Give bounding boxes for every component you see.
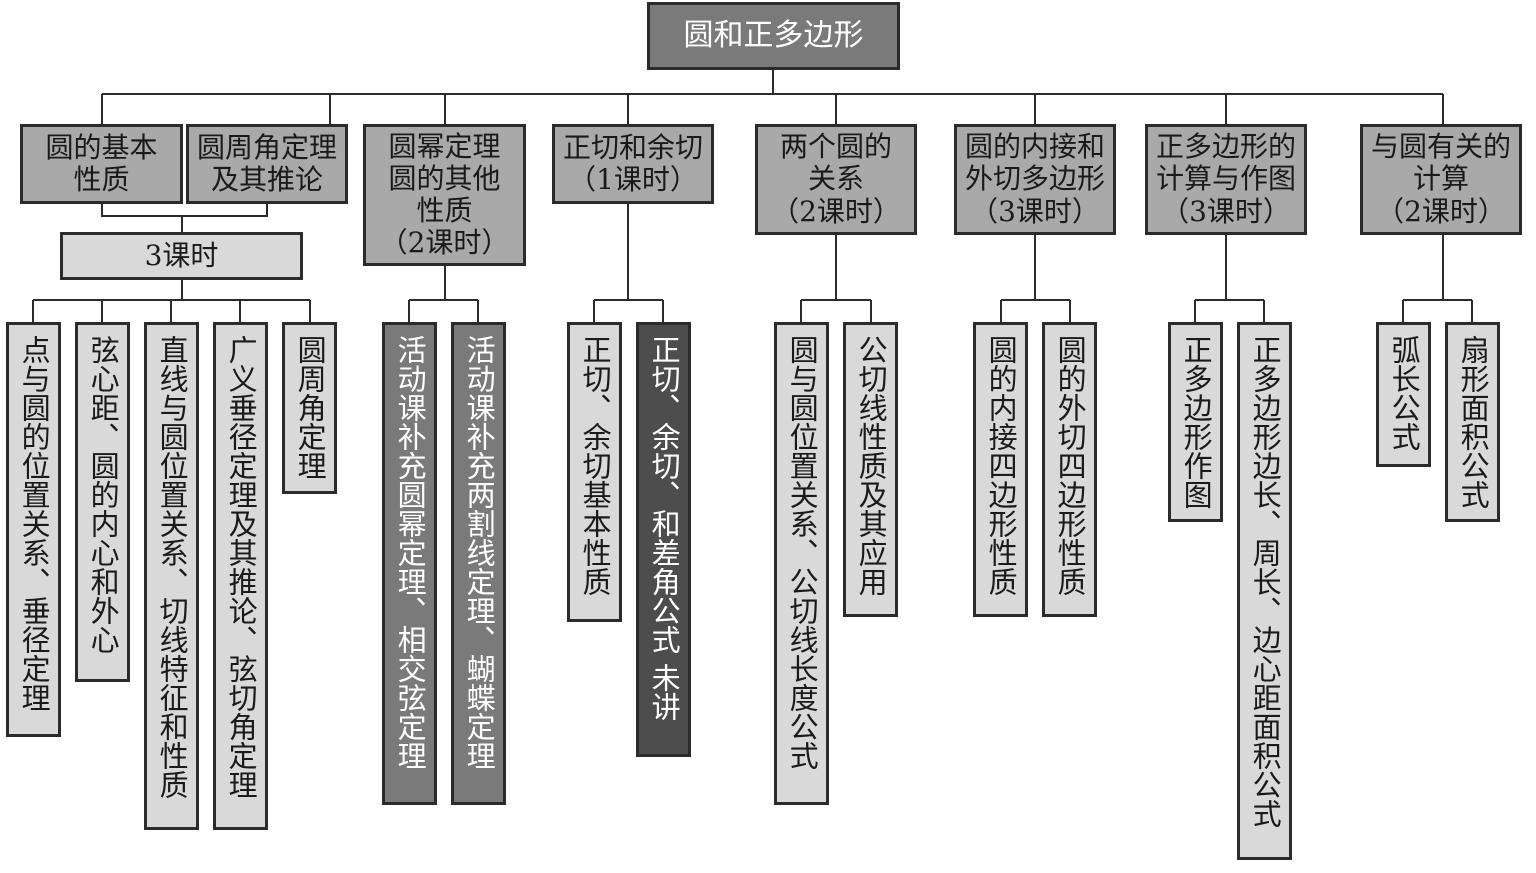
leaf-label: 圆的内接四边形性质 [984, 335, 1019, 596]
leaf-label: 弦心距、圆的内心和外心 [86, 335, 121, 654]
category-label: 圆周角定理 及其推论 [196, 130, 337, 196]
leaf-node-l12: 圆的内接四边形性质 [973, 322, 1028, 617]
leaf-node-l7: 活动课补充两割线定理、蝴蝶定理 [451, 322, 506, 805]
leaf-label: 直线与圆位置关系、切线特征和性质 [155, 335, 190, 799]
leaf-node-l1: 点与圆的位置关系、垂径定理 [6, 322, 61, 737]
leaf-node-l15: 正多边形边长、周长、边心距面积公式 [1237, 322, 1292, 860]
category-label: 圆幂定理 圆的其他 性质 （2课时） [379, 129, 510, 260]
leaf-node-l2: 弦心距、圆的内心和外心 [75, 322, 130, 682]
leaf-node-l3: 直线与圆位置关系、切线特征和性质 [144, 322, 199, 830]
leaf-node-l4: 广义垂径定理及其推论、弦切角定理 [213, 322, 268, 830]
root-node: 圆和正多边形 [647, 2, 900, 70]
leaf-node-l17: 扇形面积公式 [1445, 322, 1500, 522]
leaf-label: 圆与圆位置关系、公切线长度公式 [785, 335, 820, 770]
category-node-c5: 两个圆的 关系 （2课时） [755, 124, 917, 235]
category-label: 正切和余切 （1课时） [562, 130, 703, 196]
category-label: 两个圆的 关系 （2课时） [771, 130, 901, 228]
category-label: 与圆有关的 计算 （2课时） [1370, 130, 1511, 228]
category-label: 正多边形的 计算与作图 （3课时） [1155, 130, 1296, 228]
leaf-node-l10: 圆与圆位置关系、公切线长度公式 [774, 322, 829, 805]
category-node-c7: 正多边形的 计算与作图 （3课时） [1145, 124, 1307, 235]
leaf-label: 公切线性质及其应用 [854, 335, 889, 596]
category-node-c8: 与圆有关的 计算 （2课时） [1360, 124, 1522, 235]
connector-group1-merge [101, 204, 268, 217]
category-label: 圆的基本 性质 [45, 130, 158, 196]
leaf-label: 正切、余切基本性质 [578, 335, 613, 596]
leaf-node-l14: 正多边形作图 [1168, 322, 1223, 522]
category-node-c4: 正切和余切 （1课时） [552, 124, 714, 204]
leaf-node-l9: 正切、余切、和差角公式 未讲 [636, 322, 691, 757]
category-node-c6: 圆的内接和 外切多边形 （3课时） [954, 124, 1116, 235]
leaf-node-l8: 正切、余切基本性质 [567, 322, 622, 622]
leaf-label: 圆周角定理 [293, 335, 328, 480]
hours-node-group1: 3课时 [60, 232, 303, 280]
leaf-node-l11: 公切线性质及其应用 [843, 322, 898, 617]
leaf-label: 点与圆的位置关系、垂径定理 [17, 335, 52, 712]
leaf-node-l13: 圆的外切四边形性质 [1042, 322, 1097, 617]
category-node-c3: 圆幂定理 圆的其他 性质 （2课时） [363, 124, 526, 266]
category-node-c1: 圆的基本 性质 [20, 124, 183, 204]
category-label: 圆的内接和 外切多边形 （3课时） [964, 130, 1105, 228]
leaf-node-l6: 活动课补充圆幂定理、相交弦定理 [382, 322, 437, 805]
hours-label: 3课时 [144, 238, 219, 272]
leaf-label: 活动课补充两割线定理、蝴蝶定理 [462, 335, 497, 770]
leaf-label: 活动课补充圆幂定理、相交弦定理 [393, 335, 428, 770]
leaf-label: 弧长公式 [1387, 335, 1422, 451]
leaf-node-l5: 圆周角定理 [282, 322, 337, 494]
category-node-c2: 圆周角定理 及其推论 [186, 124, 348, 204]
root-label: 圆和正多边形 [683, 17, 864, 53]
leaf-label: 正多边形作图 [1179, 335, 1214, 509]
leaf-label: 正多边形边长、周长、边心距面积公式 [1248, 335, 1283, 828]
leaf-label: 扇形面积公式 [1456, 335, 1491, 509]
leaf-node-l16: 弧长公式 [1376, 322, 1431, 467]
leaf-label: 圆的外切四边形性质 [1053, 335, 1088, 596]
leaf-label: 广义垂径定理及其推论、弦切角定理 [224, 335, 259, 799]
leaf-label: 正切、余切、和差角公式 未讲 [647, 335, 682, 722]
